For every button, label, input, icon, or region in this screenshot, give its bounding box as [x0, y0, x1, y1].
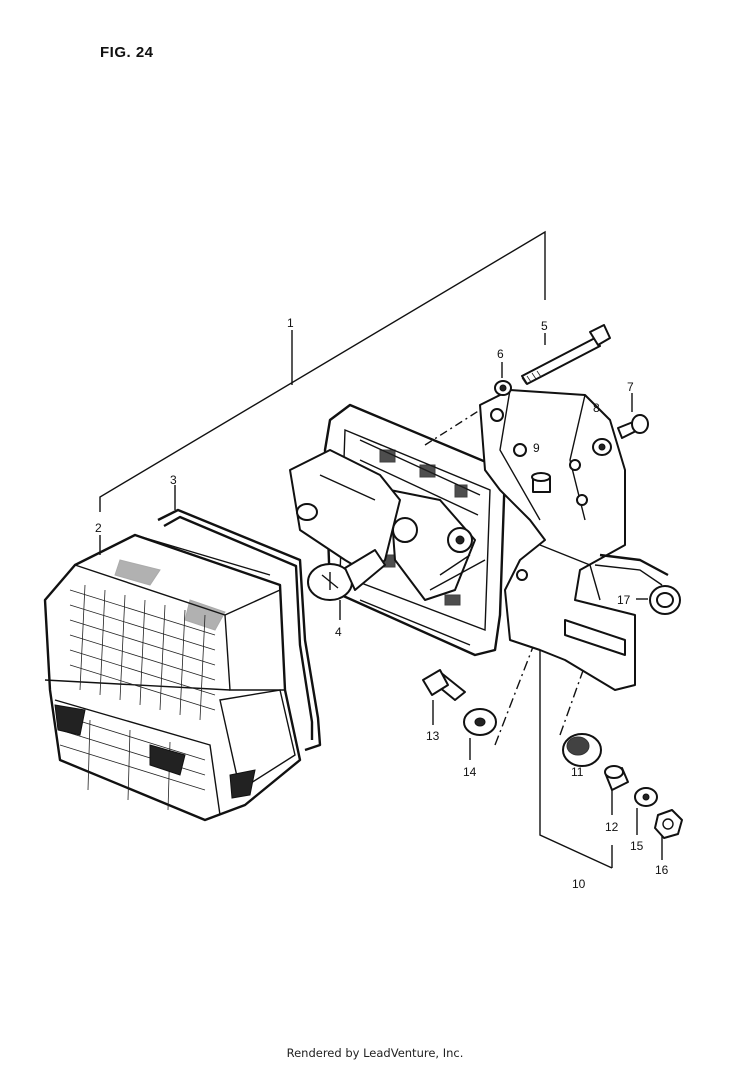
callout-9: 9 [533, 441, 540, 455]
collar-9 [531, 472, 551, 493]
callout-13: 13 [426, 729, 440, 743]
figure-title: FIG. 24 [100, 44, 154, 61]
license-bracket [479, 389, 669, 691]
callout-5: 5 [541, 319, 548, 333]
callout-8: 8 [593, 401, 600, 415]
callout-11: 11 [571, 765, 584, 779]
callout-16: 16 [655, 863, 669, 877]
footer-credit: Rendered by LeadVenture, Inc. [286, 1046, 464, 1060]
callout-17: 17 [617, 593, 631, 607]
bolt-13 [422, 669, 466, 701]
callout-1: 1 [287, 316, 294, 330]
callout-4: 4 [335, 625, 342, 639]
collar-12 [604, 765, 629, 791]
screw-7 [617, 414, 649, 439]
callout-14: 14 [463, 765, 477, 779]
reflector-plate [289, 449, 401, 576]
callout-10: 10 [572, 877, 586, 891]
bulb [307, 549, 386, 601]
callout-2: 2 [95, 521, 102, 535]
cushion-11 [562, 733, 602, 767]
callout-labels: 1 2 3 4 5 6 7 8 9 10 11 12 13 14 15 16 1… [95, 316, 669, 891]
tail-lamp-lens [43, 533, 302, 822]
callout-12: 12 [605, 820, 619, 834]
long-bolt [521, 324, 611, 385]
callout-3: 3 [170, 473, 177, 487]
callout-15: 15 [630, 839, 644, 853]
nut-16 [654, 809, 683, 839]
grommet-17 [649, 585, 681, 615]
callout-7: 7 [627, 380, 634, 394]
callout-6: 6 [497, 347, 504, 361]
lens-gasket [157, 508, 322, 752]
